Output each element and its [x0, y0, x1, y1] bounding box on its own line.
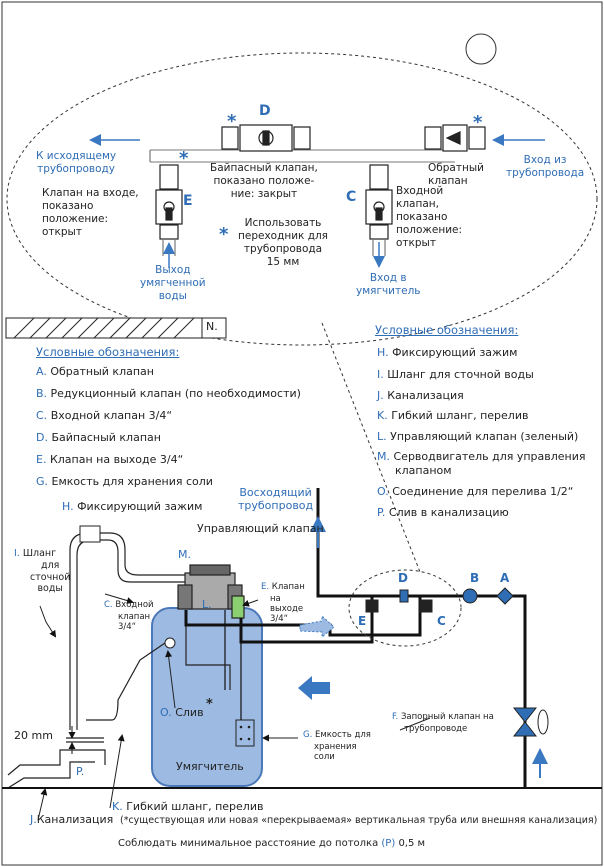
- label-softener: Умягчитель: [176, 760, 244, 773]
- right-legend-title: Условные обозначения:: [375, 323, 519, 337]
- legend-item: P. Слив в канализацию: [377, 506, 509, 519]
- legend-item: O. Соединение для перелива 1/2“: [377, 485, 574, 498]
- label-control-valve: Управляющий клапан: [197, 522, 324, 535]
- legend-item: E. Клапан на выходе 3/4“: [36, 453, 184, 466]
- label-o-drain: O. Слив: [160, 706, 204, 719]
- legend-item: I. Шланг для сточной воды: [377, 368, 534, 381]
- legend-item: G. Емкость для хранения соли: [36, 475, 213, 488]
- label-c-valve: C. Входной: [104, 600, 154, 610]
- floor-drain: [7, 737, 106, 789]
- supply-valves: [365, 587, 514, 613]
- legend-item: L. Управляющий клапан (зеленый): [377, 430, 579, 443]
- min-distance-note: Соблюдать минимальное расстояние до пото…: [118, 838, 426, 849]
- legend-item: B. Редукционный клапан (по необходимости…: [36, 387, 301, 400]
- label-k-hose: K. Гибкий шланг, перелив: [112, 800, 264, 813]
- zoom-ellipse: [6, 52, 598, 346]
- shutoff-valve: [512, 707, 549, 737]
- flow-arrow-out: [299, 614, 335, 639]
- circle-mark: [465, 33, 497, 65]
- label-e-valve: E. Клапан: [261, 582, 305, 592]
- asterisk-mark: *: [179, 148, 189, 169]
- valve-zoom-ellipse: [348, 569, 462, 647]
- label-j-sewer: J.Канализация: [30, 813, 114, 826]
- label-g-salt: G. Емкость для: [303, 730, 371, 740]
- letter-b: B: [470, 571, 480, 585]
- top-bypass-assembly: [149, 124, 486, 256]
- label-m: M.: [178, 548, 191, 561]
- control-valve-head: [177, 564, 245, 619]
- flow-arrow-in: [298, 676, 330, 700]
- letter-d: D: [259, 103, 271, 119]
- ceiling-hatch: [5, 317, 227, 339]
- label-20mm: 20 mm: [14, 729, 53, 742]
- label-l: L.: [202, 598, 212, 611]
- letter-e: E: [358, 614, 367, 628]
- legend-item: J. Канализация: [377, 389, 464, 402]
- label-h-clamp: H. Фиксирующий зажим: [62, 500, 203, 513]
- zoom-connector: [321, 322, 421, 573]
- asterisk-mark: *: [219, 224, 229, 245]
- left-legend-title: Условные обозначения:: [36, 345, 180, 359]
- legend-item: H. Фиксирующий зажим: [377, 346, 518, 359]
- legend-item: K. Гибкий шланг, перелив: [377, 409, 529, 422]
- letter-e: E: [183, 193, 193, 209]
- letter-c: C: [346, 189, 357, 205]
- asterisk-mark: *: [227, 111, 237, 132]
- label-n: N.: [206, 320, 218, 333]
- legend-item: D. Байпасный клапан: [36, 431, 161, 444]
- legend-item: C. Входной клапан 3/4“: [36, 409, 173, 422]
- overflow-port: [164, 637, 176, 649]
- asterisk-mark: *: [473, 112, 483, 133]
- letter-a: A: [500, 571, 510, 585]
- label-f-shutoff: F. Запорный клапан на: [392, 712, 494, 722]
- label-p: P.: [76, 765, 85, 778]
- fix-clamp: [79, 525, 101, 543]
- letter-d: D: [398, 571, 408, 585]
- label-f-shutoff-rest: трубопроводе: [404, 724, 468, 734]
- asterisk-mark: *: [206, 697, 213, 712]
- salt-grid: [235, 719, 255, 747]
- drain-hoses: [69, 532, 231, 730]
- legend-item: A. Обратный клапан: [36, 365, 154, 378]
- label-bypass-valve: Байпасный клапан,показано положе-ние: за…: [210, 162, 318, 200]
- footer-note: (*существующая или новая «перекрываемая»…: [120, 815, 598, 826]
- label-i-hose: I. Шланг: [14, 548, 57, 559]
- letter-c: C: [437, 614, 446, 628]
